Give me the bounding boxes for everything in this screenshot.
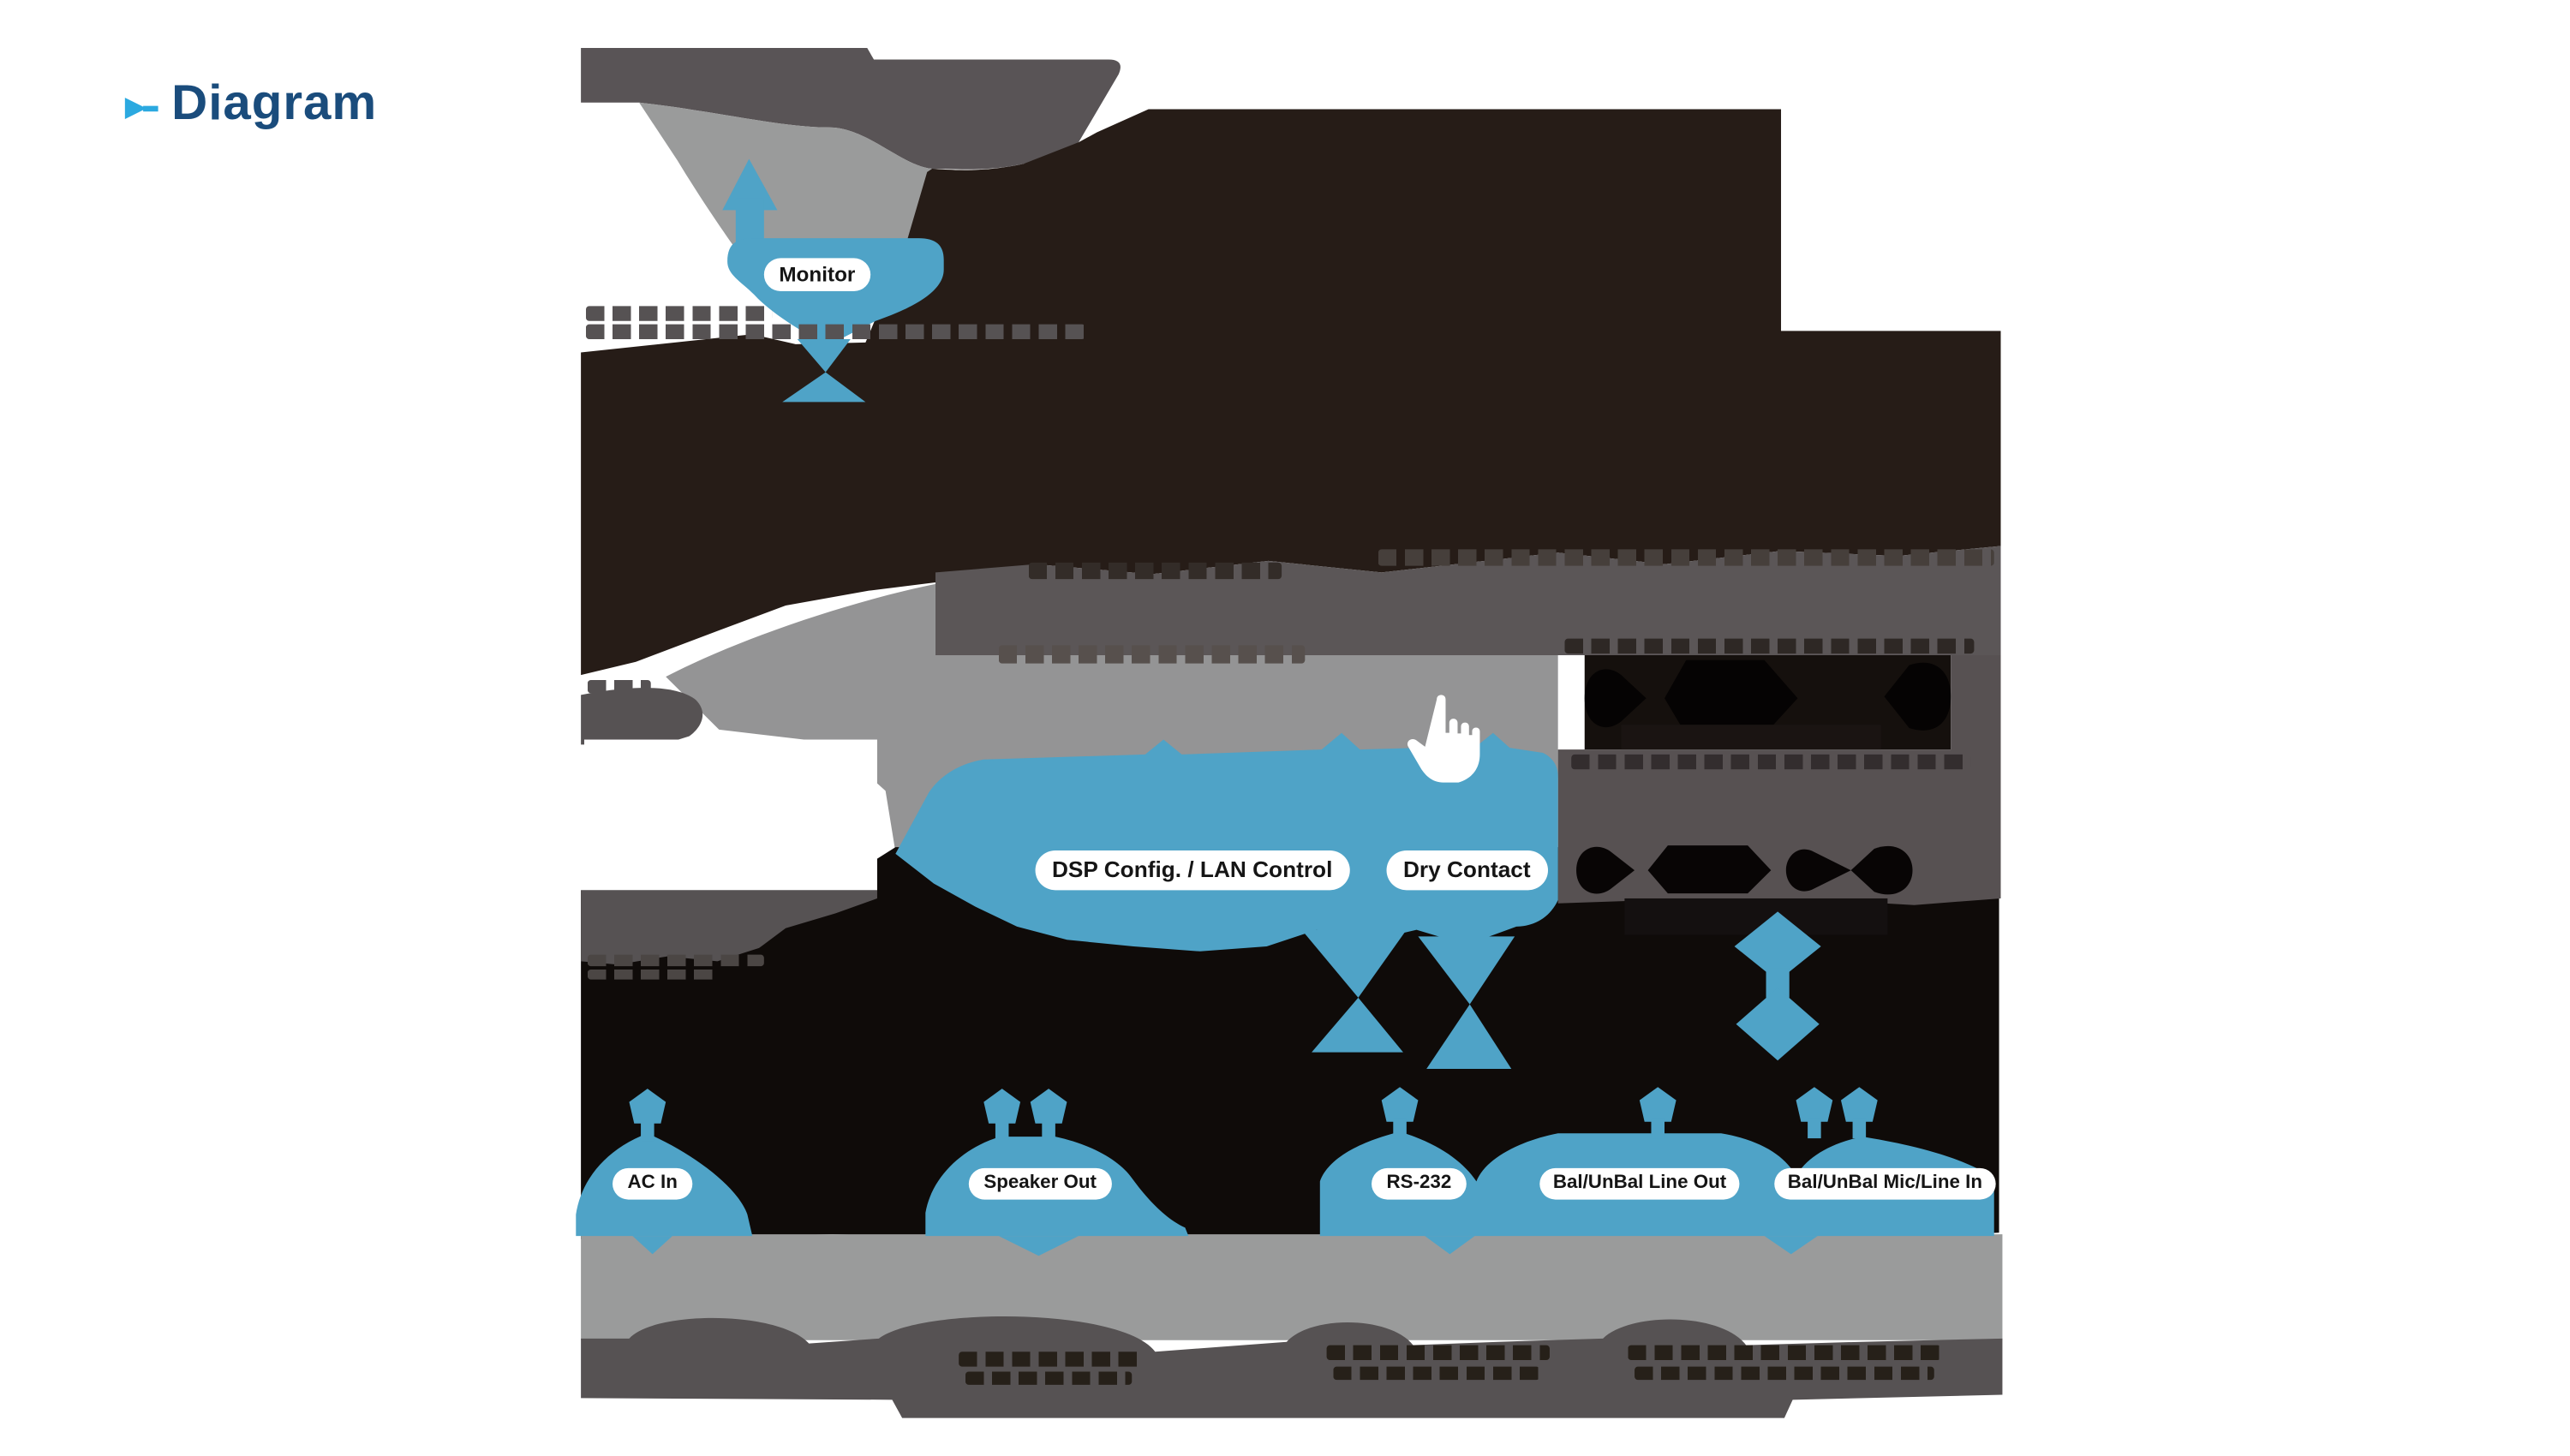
arrow-pentagon xyxy=(983,1089,1021,1124)
section-heading: Diagram xyxy=(124,75,378,133)
bottom-light-strip xyxy=(581,1234,2003,1340)
text-silhouette xyxy=(1333,1366,1540,1381)
arrow-monitor-spike xyxy=(722,158,778,211)
device-shape xyxy=(1665,659,1798,735)
arrow-x-connector xyxy=(1418,936,1515,1005)
text-silhouette xyxy=(585,324,1085,340)
cable-silhouette xyxy=(581,688,703,745)
text-silhouette xyxy=(1571,754,1971,770)
device-bar-2 xyxy=(1624,898,1888,935)
arrow-notch xyxy=(632,1236,672,1255)
arrow-pentagon xyxy=(1030,1089,1067,1124)
arrow-x-connector xyxy=(1312,997,1403,1053)
text-silhouette xyxy=(1564,638,1975,654)
text-silhouette xyxy=(587,679,651,694)
text-silhouette xyxy=(587,954,764,967)
arrow-stem xyxy=(641,1119,654,1142)
bottom-dark-strip xyxy=(581,1316,2003,1418)
bottom-left-gray xyxy=(581,890,877,965)
page-title: Diagram xyxy=(171,75,378,131)
label-mic-line-in: Bal/UnBal Mic/Line In xyxy=(1774,1167,1996,1200)
label-line-out: Bal/UnBal Line Out xyxy=(1539,1167,1740,1200)
text-silhouette xyxy=(1378,549,1994,566)
white-pocket xyxy=(583,739,877,889)
arrow-notch xyxy=(998,1236,1079,1256)
top-gray-band xyxy=(581,48,1121,170)
arrow-pentagon xyxy=(1639,1087,1676,1122)
label-monitor: Monitor xyxy=(763,258,870,292)
label-dsp-lan-control: DSP Config. / LAN Control xyxy=(1035,850,1349,891)
text-silhouette xyxy=(1628,1345,1941,1360)
arrow-x-connector xyxy=(1426,1004,1512,1069)
arrow-stem xyxy=(1393,1118,1407,1139)
arrow-pentagon xyxy=(1840,1087,1878,1122)
label-ac-in: AC In xyxy=(613,1167,693,1200)
arrow-pentagon xyxy=(1381,1087,1419,1122)
device-shape xyxy=(1785,849,1851,892)
text-silhouette xyxy=(1635,1366,1934,1381)
arrow-monitor-hourglass xyxy=(782,372,866,403)
device-shape xyxy=(1647,845,1772,894)
hand-pointer-icon xyxy=(1407,695,1480,783)
text-silhouette xyxy=(965,1371,1133,1385)
text-silhouette xyxy=(1028,562,1282,580)
arrow-pentagon xyxy=(629,1089,666,1124)
text-silhouette xyxy=(587,970,721,980)
label-dry-contact: Dry Contact xyxy=(1386,850,1548,891)
arrow-notch xyxy=(1764,1236,1818,1255)
triangle-bullet-icon xyxy=(124,97,158,119)
device-shape xyxy=(1884,662,1951,731)
arrow-x-connector xyxy=(1301,929,1407,998)
device-bar-1 xyxy=(1621,725,1881,750)
label-rs232: RS-232 xyxy=(1372,1167,1467,1200)
text-silhouette xyxy=(959,1352,1145,1367)
arrow-stem xyxy=(1808,1118,1821,1139)
arrow-monitor-hourglass xyxy=(797,339,851,373)
callout-band-blue xyxy=(895,732,1558,952)
mid-gray-region xyxy=(666,583,1558,852)
arrow-stem xyxy=(1651,1118,1665,1139)
arrow-stem xyxy=(1042,1119,1055,1141)
device-shape xyxy=(1850,845,1913,895)
label-speaker-out: Speaker Out xyxy=(968,1167,1112,1200)
arrow-pentagon xyxy=(1796,1087,1833,1122)
text-silhouette xyxy=(998,645,1306,664)
right-gray-block xyxy=(1557,655,2001,907)
device-shape xyxy=(1576,846,1635,894)
arrow-stem xyxy=(1852,1118,1867,1139)
text-silhouette xyxy=(585,306,773,321)
device-shape xyxy=(1584,669,1647,728)
arrow-stem xyxy=(995,1119,1009,1141)
text-silhouette xyxy=(1326,1345,1550,1360)
arrow-notch xyxy=(1425,1236,1475,1255)
monitor-silhouette xyxy=(639,102,1024,338)
